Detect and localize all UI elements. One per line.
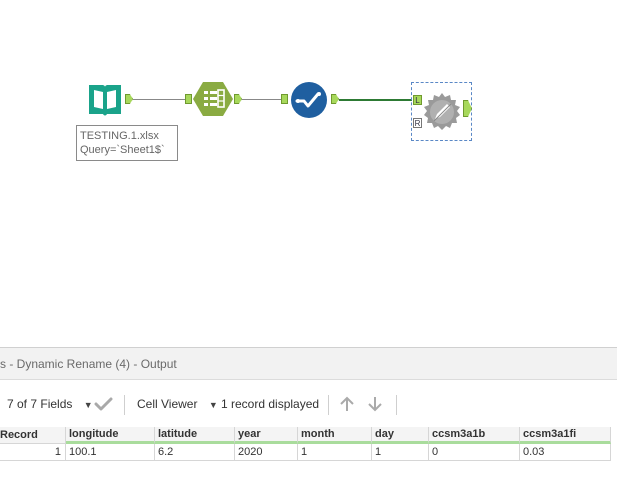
table-cell[interactable]: 100.1 (66, 444, 155, 461)
table-cell[interactable]: 2020 (235, 444, 298, 461)
dynamic-rename-output-anchor[interactable] (463, 100, 472, 117)
check-path-icon (291, 82, 327, 118)
input-data-tool[interactable] (86, 80, 124, 118)
connection-recordid-to-dynamic-rename[interactable] (339, 99, 412, 101)
fields-label: 7 of 7 Fields (7, 397, 73, 411)
column-header[interactable]: ccsm3a1fi (520, 427, 611, 444)
checkmark-icon (94, 397, 113, 411)
annotation-query: Query=`Sheet1$` (80, 144, 165, 156)
connection-select-to-recordid[interactable] (242, 99, 281, 100)
select-input-anchor[interactable] (185, 94, 192, 104)
connection-input-to-select[interactable] (133, 99, 185, 100)
input-data-output-anchor[interactable] (125, 94, 133, 104)
right-anchor-label: R (414, 119, 421, 128)
column-header[interactable]: day (372, 427, 429, 444)
results-toolbar: 7 of 7 Fields ▼ Cell Viewer ▼ 1 record d… (0, 389, 617, 419)
chevron-down-icon: ▼ (83, 400, 93, 410)
column-header[interactable]: year (235, 427, 298, 444)
table-cell[interactable]: 1 (372, 444, 429, 461)
record-id-tool[interactable] (290, 81, 328, 119)
scroll-up-button[interactable] (338, 389, 356, 419)
arrow-up-icon (340, 396, 354, 411)
input-data-annotation: TESTING.1.xlsx Query=`Sheet1$` (76, 125, 178, 161)
toolbar-divider (124, 395, 125, 415)
left-anchor-label: L (415, 96, 420, 105)
toolbar-divider (396, 395, 397, 415)
recordid-output-anchor[interactable] (331, 94, 339, 104)
column-header[interactable]: longitude (66, 427, 155, 444)
table-row[interactable]: 1 100.1 6.2 2020 1 1 0 0.03 (0, 444, 611, 461)
table-cell[interactable]: 0 (429, 444, 520, 461)
dynamic-rename-tool[interactable]: L R (411, 82, 472, 141)
select-tool[interactable] (193, 80, 233, 118)
results-title: s - Dynamic Rename (4) - Output (0, 347, 617, 380)
book-icon (89, 85, 121, 116)
record-number: 1 (0, 444, 66, 461)
column-header[interactable]: ccsm3a1b (429, 427, 520, 444)
column-header[interactable]: month (298, 427, 372, 444)
column-header[interactable]: latitude (155, 427, 235, 444)
record-count: 1 record displayed (221, 397, 320, 411)
grid-header-row: Record longitude latitude year month day… (0, 427, 611, 444)
workflow-canvas[interactable]: L R TESTING.1.xlsx Query=`Sheet1$` (0, 0, 617, 347)
select-columns-icon (193, 82, 233, 116)
table-cell[interactable]: 0.03 (520, 444, 611, 461)
gear-pencil-icon (424, 93, 460, 130)
apply-fields-button[interactable] (94, 389, 113, 419)
recordid-input-anchor[interactable] (281, 94, 288, 104)
arrow-down-icon (368, 397, 382, 412)
annotation-filename: TESTING.1.xlsx (80, 130, 159, 142)
chevron-down-icon: ▼ (208, 400, 218, 410)
viewer-label: Cell Viewer (137, 397, 198, 411)
record-column-header[interactable]: Record (0, 427, 66, 444)
right-input-anchor[interactable]: R (413, 118, 422, 128)
table-cell[interactable]: 1 (298, 444, 372, 461)
fields-dropdown[interactable]: 7 of 7 Fields ▼ (7, 389, 93, 419)
table-cell[interactable]: 6.2 (155, 444, 235, 461)
toolbar-divider (328, 395, 329, 415)
viewer-dropdown[interactable]: Cell Viewer ▼ (137, 389, 218, 419)
results-panel: s - Dynamic Rename (4) - Output 7 of 7 F… (0, 347, 617, 488)
scroll-down-button[interactable] (366, 389, 384, 419)
left-input-anchor[interactable]: L (413, 95, 422, 105)
select-output-anchor[interactable] (234, 94, 242, 104)
